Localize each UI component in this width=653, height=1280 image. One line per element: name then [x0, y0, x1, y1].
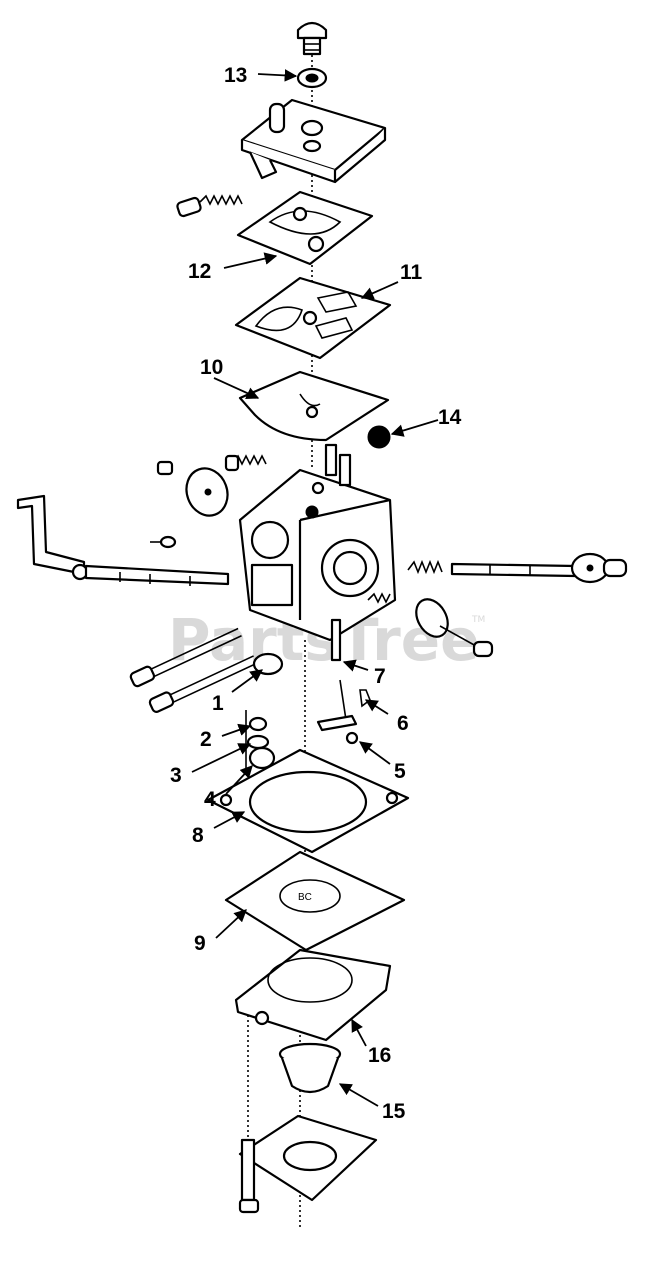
callout-1: 1 — [212, 692, 224, 715]
leader-3 — [191, 743, 252, 773]
leader-8 — [213, 811, 246, 829]
gasket-part-12 — [236, 190, 374, 266]
callout-9: 9 — [194, 932, 206, 955]
callout-leaders — [191, 69, 439, 1107]
callout-4: 4 — [204, 788, 216, 811]
bottom-cover — [238, 1114, 378, 1214]
primer-bulb-part-15 — [278, 1042, 342, 1094]
throttle-shaft-right — [407, 552, 628, 584]
callout-12: 12 — [188, 260, 211, 283]
watermark-trademark: TM — [471, 615, 485, 625]
adjust-screw-upper — [176, 194, 243, 218]
callout-11: 11 — [400, 261, 423, 284]
leader-2 — [221, 723, 252, 737]
callout-16: 16 — [368, 1044, 391, 1067]
callout-3: 3 — [170, 764, 182, 787]
cover-plate — [240, 98, 387, 184]
callout-5: 5 — [394, 760, 406, 783]
diaphragm-part-10 — [238, 370, 390, 442]
callout-13: 13 — [224, 64, 247, 87]
washer-part-13 — [296, 67, 328, 89]
throttle-plate-right — [367, 592, 494, 658]
leader-10 — [213, 377, 260, 400]
leader-13 — [257, 69, 298, 82]
leader-4 — [225, 765, 253, 795]
filter-screen-part-14 — [367, 425, 391, 449]
top-screw — [296, 21, 328, 56]
idle-screw-springs — [129, 454, 267, 713]
callout-7: 7 — [374, 665, 386, 688]
leader-5 — [358, 741, 391, 765]
leader-15 — [338, 1083, 379, 1107]
callout-10: 10 — [200, 356, 223, 379]
leader-1 — [231, 669, 264, 693]
throttle-shaft-left — [16, 494, 230, 586]
callout-2: 2 — [200, 728, 212, 751]
callout-14: 14 — [438, 406, 462, 429]
leader-6 — [364, 699, 389, 715]
callout-6: 6 — [397, 712, 409, 735]
check-valve-part-1 — [252, 652, 284, 676]
needle-parts-2-3-4 — [245, 710, 276, 770]
leader-11 — [360, 281, 399, 300]
leader-14 — [390, 419, 439, 437]
gasket-part-8 — [206, 748, 410, 854]
carburetor-body — [238, 443, 397, 642]
inlet-needle-parts-5-6-7 — [316, 618, 371, 745]
callout-15: 15 — [382, 1100, 406, 1123]
svg-text:BC: BC — [298, 892, 312, 903]
choke-plate-left — [156, 460, 229, 517]
leader-7 — [342, 659, 369, 672]
leader-16 — [351, 1018, 367, 1047]
gasket-part-11 — [234, 276, 392, 360]
pump-body-part-16 — [234, 948, 392, 1042]
leader-9 — [215, 909, 247, 939]
callout-8: 8 — [192, 824, 204, 847]
leader-12 — [223, 252, 278, 269]
callout-labels: 13 12 11 10 14 1 7 6 2 3 5 4 8 9 16 15 — [170, 64, 462, 1123]
diaphragm-part-9: BC — [224, 850, 406, 952]
